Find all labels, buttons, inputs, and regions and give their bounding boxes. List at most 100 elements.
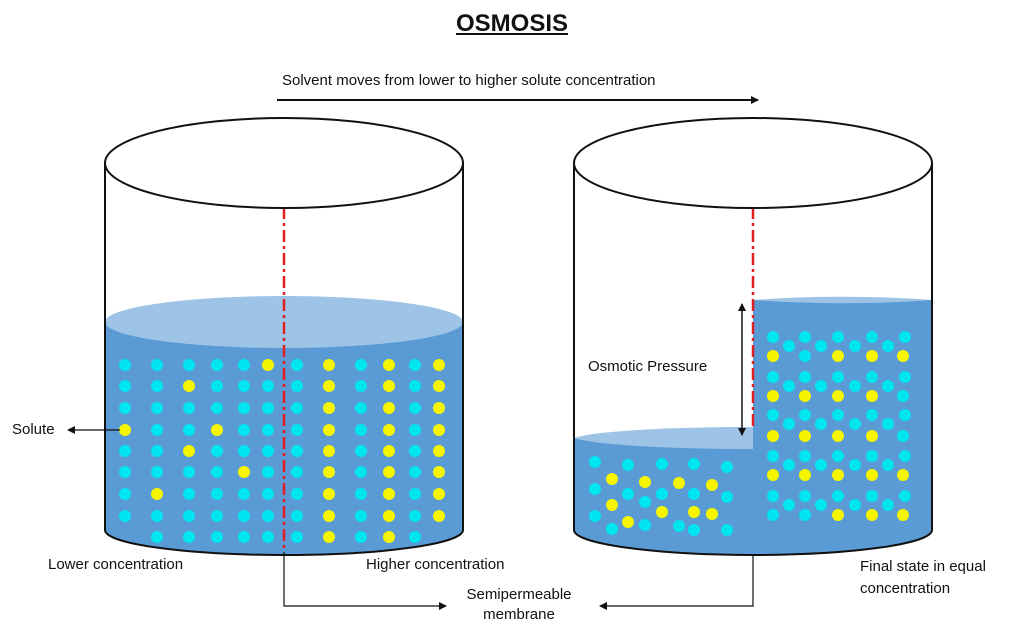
solvent-particle xyxy=(409,488,421,500)
beaker-final xyxy=(573,117,933,556)
solvent-particle xyxy=(899,490,911,502)
higher-concentration-label: Higher concentration xyxy=(366,556,505,573)
solute-particle xyxy=(383,510,395,522)
solvent-particle xyxy=(799,490,811,502)
solvent-particle xyxy=(815,380,827,392)
solvent-particle xyxy=(355,424,367,436)
solvent-particle xyxy=(832,409,844,421)
solvent-particle xyxy=(721,461,733,473)
solvent-particle xyxy=(409,402,421,414)
solvent-particle xyxy=(262,510,274,522)
solute-particle xyxy=(183,380,195,392)
solute-particle xyxy=(897,509,909,521)
solvent-particle xyxy=(606,523,618,535)
solvent-particle xyxy=(119,488,131,500)
solvent-particle xyxy=(815,418,827,430)
solvent-particle xyxy=(262,424,274,436)
solvent-particle xyxy=(151,402,163,414)
solute-particle xyxy=(767,390,779,402)
solute-particle xyxy=(866,350,878,362)
solvent-particle xyxy=(673,520,685,532)
solvent-particle xyxy=(688,524,700,536)
solvent-particle xyxy=(291,445,303,457)
solvent-particle xyxy=(262,531,274,543)
solvent-particle xyxy=(211,488,223,500)
solute-particle xyxy=(799,469,811,481)
solvent-particle xyxy=(899,409,911,421)
solvent-particle xyxy=(849,418,861,430)
solvent-particle xyxy=(783,380,795,392)
solvent-particle xyxy=(656,458,668,470)
solute-particle xyxy=(866,509,878,521)
solute-particle xyxy=(323,402,335,414)
solute-particle xyxy=(767,430,779,442)
membrane-callout-left xyxy=(283,552,447,610)
solvent-particle xyxy=(688,488,700,500)
solvent-particle xyxy=(183,510,195,522)
solvent-particle xyxy=(151,359,163,371)
solvent-particle xyxy=(211,445,223,457)
solvent-particle xyxy=(291,488,303,500)
solvent-particle xyxy=(262,445,274,457)
solvent-particle xyxy=(262,466,274,478)
solvent-particle xyxy=(211,380,223,392)
solvent-particle xyxy=(866,450,878,462)
solvent-particle xyxy=(899,450,911,462)
solvent-particle xyxy=(355,488,367,500)
solute-particle xyxy=(383,402,395,414)
solute-particle xyxy=(433,466,445,478)
solute-particle xyxy=(606,473,618,485)
solvent-particle xyxy=(639,496,651,508)
solvent-particle xyxy=(688,458,700,470)
solvent-particle xyxy=(211,531,223,543)
solute-particle xyxy=(767,350,779,362)
solute-particle xyxy=(832,509,844,521)
solvent-particle xyxy=(291,510,303,522)
solvent-particle xyxy=(656,488,668,500)
solvent-particle xyxy=(238,402,250,414)
solvent-particle xyxy=(238,531,250,543)
solute-particle xyxy=(706,508,718,520)
beaker-rim xyxy=(104,117,464,209)
solvent-particle xyxy=(721,491,733,503)
solute-particle xyxy=(639,476,651,488)
water-surface-left xyxy=(574,426,753,450)
solute-particle xyxy=(323,380,335,392)
solvent-particle xyxy=(119,510,131,522)
solute-particle xyxy=(832,430,844,442)
solvent-particle xyxy=(832,450,844,462)
solvent-particle xyxy=(849,459,861,471)
solvent-particle xyxy=(211,510,223,522)
solvent-particle xyxy=(783,340,795,352)
solvent-particle xyxy=(291,424,303,436)
solvent-particle xyxy=(897,390,909,402)
solute-particle xyxy=(433,380,445,392)
solvent-particle xyxy=(832,490,844,502)
solute-particle xyxy=(383,488,395,500)
solvent-particle xyxy=(767,490,779,502)
solvent-particle xyxy=(589,510,601,522)
solute-particle xyxy=(433,424,445,436)
solute-particle xyxy=(323,445,335,457)
solute-particle xyxy=(706,479,718,491)
solvent-particle xyxy=(897,430,909,442)
solute-particle xyxy=(832,350,844,362)
solvent-particle xyxy=(238,424,250,436)
solvent-particle xyxy=(866,490,878,502)
solvent-particle xyxy=(238,359,250,371)
solvent-particle xyxy=(589,483,601,495)
solvent-particle xyxy=(815,340,827,352)
solvent-particle xyxy=(119,380,131,392)
solvent-particle xyxy=(815,459,827,471)
solvent-particle xyxy=(899,371,911,383)
solvent-particle xyxy=(355,466,367,478)
solvent-particle xyxy=(866,371,878,383)
solvent-particle xyxy=(183,488,195,500)
solvent-particle xyxy=(409,359,421,371)
solute-particle xyxy=(866,469,878,481)
solvent-particle xyxy=(355,359,367,371)
solvent-particle xyxy=(882,499,894,511)
solute-particle xyxy=(433,402,445,414)
solvent-particle xyxy=(882,340,894,352)
solvent-particle xyxy=(882,418,894,430)
